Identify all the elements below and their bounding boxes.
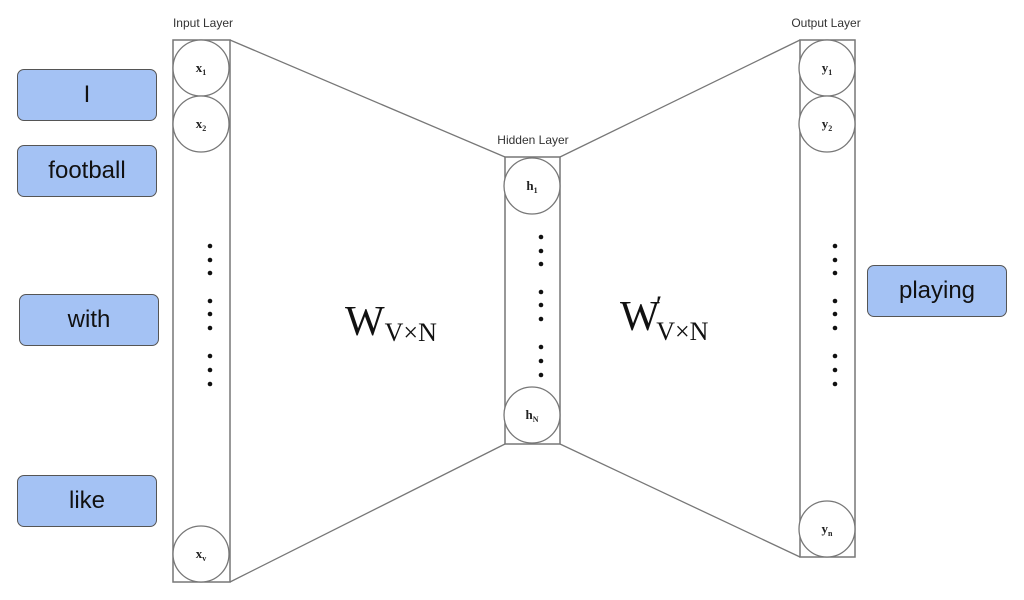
context-word-label: I [83, 81, 91, 108]
ellipsis-dot [207, 367, 213, 373]
svg-text:y1: y1 [822, 60, 833, 77]
output-node: yn [798, 500, 856, 558]
hidden-node: h1 [503, 157, 561, 215]
ellipsis-dot [832, 298, 838, 304]
connection-line [229, 39, 506, 158]
connection-line [559, 39, 801, 158]
ellipsis-dot [538, 248, 544, 254]
hidden-layer-box [504, 156, 561, 445]
ellipsis-dot [832, 270, 838, 276]
ellipsis-dot [538, 289, 544, 295]
context-word-box: football [17, 145, 157, 197]
ellipsis-dot [207, 270, 213, 276]
ellipsis-dot [832, 311, 838, 317]
input-layer-title: Input Layer [173, 16, 233, 30]
output-node: y2 [798, 95, 856, 153]
svg-text:hN: hN [525, 407, 538, 424]
target-word-box: playing [867, 265, 1007, 317]
ellipsis-dot [538, 261, 544, 267]
svg-text:xv: xv [196, 546, 207, 563]
ellipsis-dot [207, 381, 213, 387]
hidden-node: hN [503, 386, 561, 444]
ellipsis-dot [832, 325, 838, 331]
ellipsis-dot [832, 243, 838, 249]
ellipsis-dot [538, 344, 544, 350]
ellipsis-dot [207, 243, 213, 249]
context-word-label: with [67, 306, 111, 333]
ellipsis-dot [207, 311, 213, 317]
hidden-layer-title: Hidden Layer [497, 133, 568, 147]
ellipsis-dot [832, 257, 838, 263]
ellipsis-dot [538, 372, 544, 378]
input-node: xv [172, 525, 230, 583]
target-word-label: playing [898, 277, 976, 304]
svg-text:h1: h1 [526, 178, 537, 195]
svg-text:x2: x2 [196, 116, 207, 133]
output-layer-title: Output Layer [791, 16, 860, 30]
weight-matrix-hidden-output: W′V×N [620, 290, 709, 346]
ellipsis-dot [538, 316, 544, 322]
ellipsis-dot [207, 298, 213, 304]
weight-matrix-input-hidden: WV×N [345, 299, 437, 347]
svg-text:x1: x1 [196, 60, 207, 77]
input-ellipsis [207, 243, 213, 387]
input-node: x1 [172, 39, 230, 97]
svg-text:yn: yn [822, 521, 834, 538]
ellipsis-dot [538, 358, 544, 364]
ellipsis-dot [832, 367, 838, 373]
connection-lines [229, 39, 801, 583]
svg-text:y2: y2 [822, 116, 833, 133]
output-node: y1 [798, 39, 856, 97]
connection-line [559, 443, 801, 558]
context-word-label: football [48, 157, 126, 184]
ellipsis-dot [207, 257, 213, 263]
ellipsis-dot [538, 234, 544, 240]
context-word-box: with [19, 294, 159, 346]
output-ellipsis [832, 243, 838, 387]
ellipsis-dot [207, 353, 213, 359]
ellipsis-dot [832, 353, 838, 359]
connection-line [229, 443, 506, 583]
input-node: x2 [172, 95, 230, 153]
hidden-ellipsis [538, 234, 544, 378]
context-word-box: like [17, 475, 157, 527]
context-word-label: like [68, 487, 105, 514]
ellipsis-dot [832, 381, 838, 387]
ellipsis-dot [538, 302, 544, 308]
context-word-box: I [17, 69, 157, 121]
ellipsis-dot [207, 325, 213, 331]
